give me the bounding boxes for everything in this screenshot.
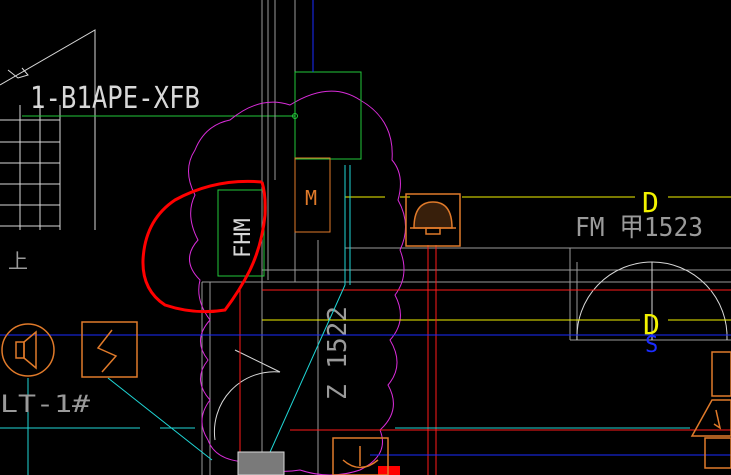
wall-lines [201,0,731,475]
cyan-lines [0,165,690,475]
yellow-lines [262,196,731,321]
red-lines [239,245,731,475]
fhm-label: FHM [231,218,256,258]
m-label: M [305,186,317,210]
blue-lines [0,0,731,456]
revision-cloud [188,90,406,475]
fhm-box: FHM [217,189,265,277]
line-tag-d2: D [643,308,660,341]
red-fill-marker [378,466,400,475]
stair-up-label: 上 [8,249,28,273]
line-tag-d1: D [642,186,659,219]
door-tag-label: FM 甲1523 [575,213,703,243]
junction-icon [332,437,389,475]
panel-tag-label: 1-B1APE-XFB [30,81,200,116]
base-block [237,451,285,475]
door-swings [213,261,728,441]
m-box: M [294,157,331,233]
upper-green-box [294,71,362,160]
speaker-tag-label: LT-1# [0,390,91,418]
staircase [0,29,96,230]
alarm-icon [690,351,731,469]
line-tag-s: S [645,333,658,358]
markup-circle [141,179,267,314]
speaker-icon [1,323,55,377]
module-icon [81,321,138,378]
bell-icon [405,193,461,247]
